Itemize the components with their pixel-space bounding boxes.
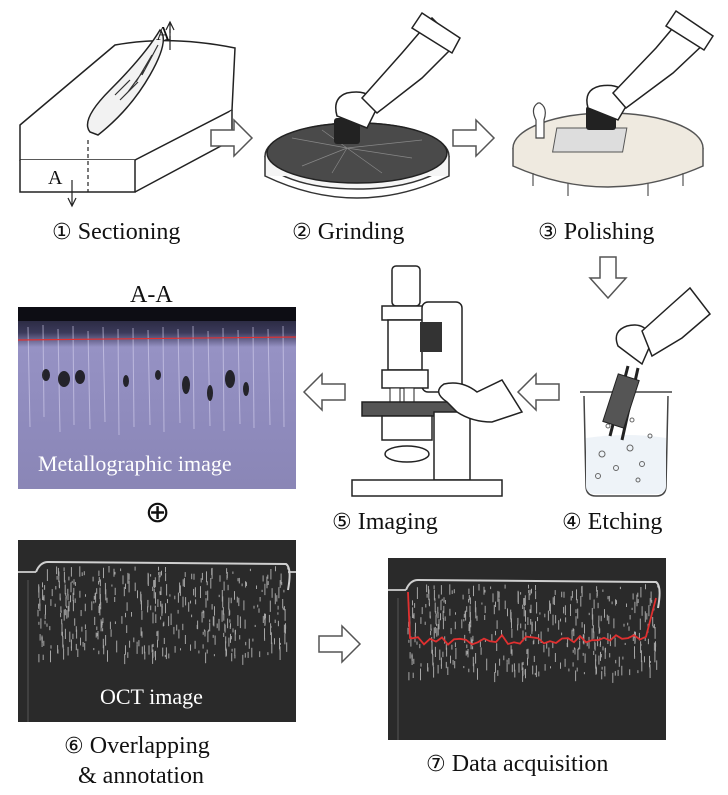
section-title: A-A <box>130 282 173 308</box>
polishing-illustration <box>512 9 715 196</box>
oct-image: OCT image <box>18 540 296 722</box>
step-3-number: ③ <box>538 220 558 245</box>
section-mark-top: A <box>156 23 171 45</box>
step-4-number: ④ <box>562 510 582 535</box>
data-acquisition-image <box>388 558 666 740</box>
grinding-illustration <box>264 11 461 199</box>
annotated-oct <box>388 558 666 740</box>
oct-speckle <box>18 540 296 722</box>
step-6-text: Overlapping <box>89 733 210 759</box>
step-7-number: ⑦ <box>426 752 446 777</box>
oct-caption: OCT image <box>100 684 203 709</box>
sectioning-illustration <box>19 20 236 208</box>
step-2-number: ② <box>292 220 312 245</box>
step-5-number: ⑤ <box>332 510 352 535</box>
metallographic-caption: Metallographic image <box>38 451 232 476</box>
step-1-number: ① <box>52 220 72 245</box>
step-1-text: Sectioning <box>77 219 181 245</box>
step-2-text: Grinding <box>317 219 405 245</box>
step-6-number: ⑥ <box>64 734 84 759</box>
step-6-label-line2: & annotation <box>78 763 204 789</box>
step-4-text: Etching <box>587 509 663 535</box>
step-5-text: Imaging <box>357 509 438 535</box>
metallographic-image: Metallographic image <box>18 307 296 489</box>
flow-arrow-right-icon <box>318 624 362 664</box>
section-mark-bottom: A <box>48 167 63 189</box>
annotation-boundary-line <box>407 591 657 646</box>
microscope-illustration <box>351 265 524 497</box>
step-7-text: Data acquisition <box>451 751 609 777</box>
overlap-symbol-icon: ⊕ <box>145 495 171 530</box>
flow-arrow-left-icon <box>516 372 560 412</box>
flow-arrow-down-icon <box>588 256 628 300</box>
flow-arrow-left-icon <box>302 372 346 412</box>
step-3-text: Polishing <box>563 219 655 245</box>
etching-illustration <box>580 286 712 497</box>
metallographic-texture <box>18 307 296 436</box>
flow-arrow-right-icon <box>452 118 496 158</box>
flow-arrow-right-icon <box>210 118 254 158</box>
